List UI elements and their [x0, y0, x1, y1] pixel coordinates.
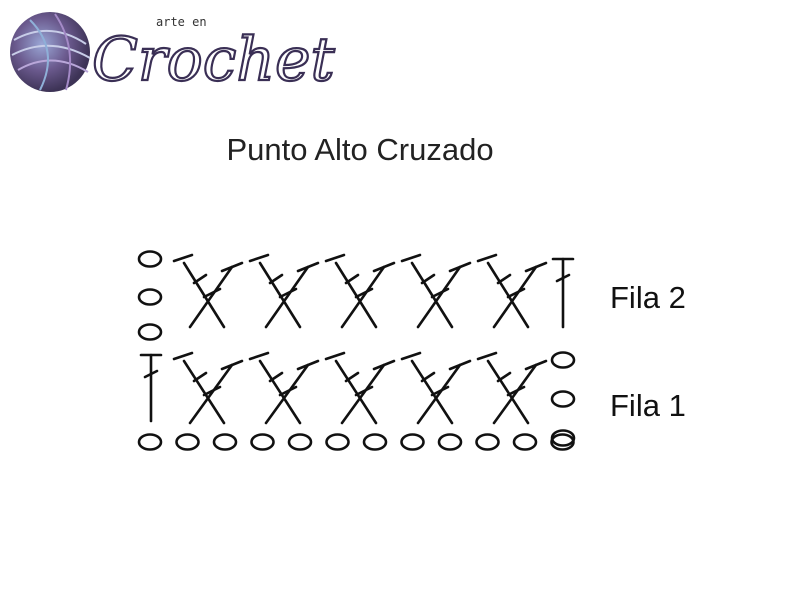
logo-wordmark: Crochet [92, 25, 335, 95]
brand-logo: arte en Crochet [10, 12, 337, 96]
row1-turning-chain-2 [550, 390, 576, 408]
row2-crossed-pair-5-slash-a [496, 273, 512, 285]
row2-crossed-pair-4-slash-a [420, 273, 436, 285]
row2-turning-chain-1 [137, 250, 163, 268]
foundation-chain-6 [325, 433, 350, 451]
row1-crossed-pair-1-bar-b [220, 359, 244, 371]
row1-crossed-pair-5-slash-a [496, 371, 512, 383]
row2-crossed-pair-4-diag-a [410, 261, 454, 329]
row1-crossed-pair-3-slash-a [344, 371, 360, 383]
row2-crossed-pair-2-slash-a [268, 273, 284, 285]
row1-crossed-pair-5-bar-b [524, 359, 548, 371]
row2-edge-dc-slash [555, 273, 571, 283]
row1-crossed-pair-5-slash-b [506, 385, 526, 397]
row1-crossed-pair-1-slash-a [192, 371, 208, 383]
row1-crossed-pair-1-bar-a [172, 351, 194, 361]
row2-crossed-pair-5-bar-b [524, 261, 548, 273]
row2-crossed-pair-3-slash-b [354, 287, 374, 299]
row1-edge-dc-slash [143, 369, 159, 379]
row1-crossed-pair-2-diag-a [258, 359, 302, 425]
foundation-chain-9 [437, 433, 463, 451]
foundation-chain-4 [250, 433, 275, 451]
row2-crossed-pair-2-slash-b [278, 287, 298, 299]
row2-crossed-pair-4-diag-b [416, 265, 462, 329]
row1-crossed-pair-3-diag-b [340, 363, 386, 425]
row1-crossed-pair-4-slash-b [430, 385, 450, 397]
foundation-chain-3 [212, 433, 238, 451]
row1-crossed-pair-2-slash-b [278, 385, 298, 397]
row2-crossed-pair-4-slash-b [430, 287, 450, 299]
row1-crossed-pair-3-bar-b [372, 359, 396, 371]
row1-crossed-pair-4-bar-b [448, 359, 472, 371]
row2-crossed-pair-2-diag-a [258, 261, 302, 329]
row1-crossed-pair-3-diag-a [334, 359, 378, 425]
row1-crossed-pair-3-slash-b [354, 385, 374, 397]
row2-crossed-pair-5-diag-b [492, 265, 538, 329]
yarn-ball-icon [10, 12, 91, 92]
row2-crossed-pair-3-bar-a [324, 253, 346, 263]
row2-crossed-pair-1-diag-a [182, 261, 226, 329]
row1-crossed-pair-4-bar-a [400, 351, 422, 361]
row2-crossed-pair-1-diag-b [188, 265, 234, 329]
row2-crossed-pair-1-bar-b [220, 261, 244, 273]
stitch-chart [137, 250, 576, 451]
row1-crossed-pair-3-bar-a [324, 351, 346, 361]
row1-crossed-pair-2-bar-a [248, 351, 270, 361]
row2-crossed-pair-2-diag-b [264, 265, 310, 329]
row2-crossed-pair-3-slash-a [344, 273, 360, 285]
row1-crossed-pair-1-diag-b [188, 363, 234, 425]
row2-crossed-pair-5-diag-a [486, 261, 530, 329]
row-label-1: Fila 1 [610, 388, 686, 423]
row1-crossed-pair-5-diag-a [486, 359, 530, 425]
row1-crossed-pair-5-bar-a [476, 351, 498, 361]
row2-crossed-pair-3-bar-b [372, 261, 396, 273]
row2-crossed-pair-4-bar-b [448, 261, 472, 273]
row2-crossed-pair-4-bar-a [400, 253, 422, 263]
foundation-chain-5 [287, 433, 313, 451]
foundation-chain-7 [362, 433, 388, 451]
row2-crossed-pair-5-bar-a [476, 253, 498, 263]
row2-crossed-pair-1-slash-b [202, 287, 222, 299]
foundation-chain-11 [512, 433, 538, 451]
row1-crossed-pair-4-diag-b [416, 363, 462, 425]
logo-tagline: arte en [156, 15, 207, 29]
foundation-chain-8 [400, 433, 425, 451]
row1-crossed-pair-1-diag-a [182, 359, 226, 425]
row2-crossed-pair-1-bar-a [172, 253, 194, 263]
row2-crossed-pair-1-slash-a [192, 273, 208, 285]
row1-crossed-pair-5-diag-b [492, 363, 538, 425]
row2-crossed-pair-2-bar-b [296, 261, 320, 273]
row1-crossed-pair-1-slash-b [202, 385, 222, 397]
row2-crossed-pair-5-slash-b [506, 287, 526, 299]
foundation-chain-2 [175, 433, 200, 451]
row2-crossed-pair-2-bar-a [248, 253, 270, 263]
row2-turning-chain-3 [137, 323, 163, 341]
row1-crossed-pair-2-slash-a [268, 371, 284, 383]
foundation-chain-1 [137, 433, 163, 451]
row1-crossed-pair-4-slash-a [420, 371, 436, 383]
row2-crossed-pair-3-diag-a [334, 261, 378, 329]
row-label-2: Fila 2 [610, 280, 686, 315]
row1-turning-chain-3 [550, 429, 576, 447]
diagram-title: Punto Alto Cruzado [226, 132, 494, 167]
row1-crossed-pair-2-bar-b [296, 359, 320, 371]
row2-turning-chain-2 [137, 288, 163, 306]
row1-turning-chain-1 [550, 351, 576, 369]
row1-crossed-pair-4-diag-a [410, 359, 454, 425]
row2-crossed-pair-3-diag-b [340, 265, 386, 329]
foundation-chain-10 [475, 433, 500, 451]
row1-crossed-pair-2-diag-b [264, 363, 310, 425]
